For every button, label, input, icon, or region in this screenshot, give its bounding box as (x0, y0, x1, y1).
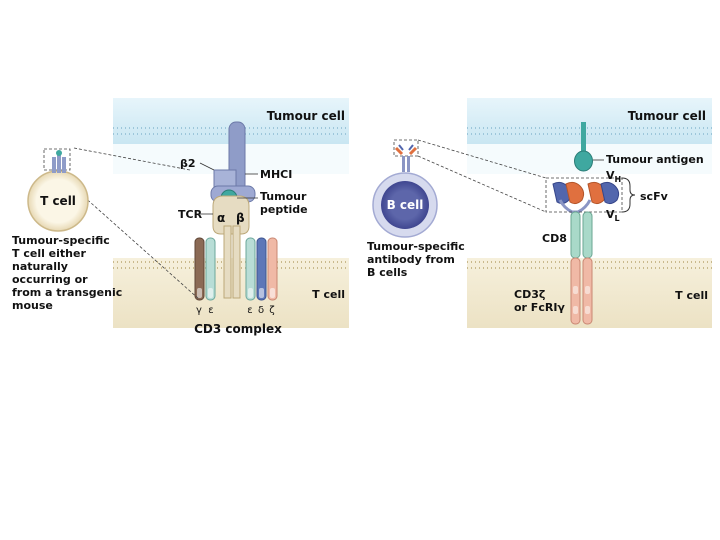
peptide-label-2: peptide (260, 203, 308, 216)
t-cell-receptor-mini (52, 150, 66, 173)
cd3-delta-label: δ (258, 305, 264, 316)
left-desc-line-4: occurring or (12, 273, 88, 286)
cd3-epsilon-2-label: ε (247, 305, 252, 316)
tcr-molecule (212, 195, 250, 299)
alpha-label: α (217, 211, 225, 225)
cd8-hinge (570, 211, 593, 259)
left-desc-line-2: T cell either (12, 247, 86, 260)
left-desc-line-1: Tumour-specific (12, 234, 110, 247)
tumour-antigen (574, 122, 593, 172)
right-zoom-box (393, 139, 419, 157)
signalling-domain (570, 257, 593, 325)
left-tcell-label: T cell (312, 288, 345, 301)
t-cell-ball-label: T cell (40, 194, 76, 208)
cd3-zeta-label: ζ (269, 305, 274, 316)
left-description: Tumour-specific T cell either naturally … (12, 234, 122, 312)
cd3-complex-label: CD3 complex (194, 322, 282, 336)
right-tumour-cell-label: Tumour cell (628, 109, 706, 123)
right-zoom-line-top (417, 139, 547, 179)
left-tumour-cell-label: Tumour cell (267, 109, 345, 123)
signal-label-1: CD3ζ (514, 288, 545, 301)
cd3-chains (194, 237, 278, 301)
beta2-label: β2 (180, 157, 196, 170)
left-panel: Tumour cell T cell α β (12, 98, 349, 336)
right-zoom-line-bottom (417, 155, 547, 213)
right-desc-line-2: antibody from (367, 253, 455, 266)
b-cell-illustration (381, 181, 429, 229)
vh-label: VH (606, 169, 621, 184)
signal-label-2: or FcRIγ (514, 301, 565, 314)
scfv-domains (552, 181, 620, 214)
beta-label: β (236, 211, 245, 225)
right-description: Tumour-specific antibody from B cells (367, 240, 465, 279)
b-cell-antibody-mini (394, 144, 418, 172)
right-panel: Tumour cell T cell Tumour antigen VH VL … (367, 98, 712, 328)
peptide-label-1: Tumour (260, 190, 307, 203)
right-desc-line-1: Tumour-specific (367, 240, 465, 253)
tcr-label: TCR (178, 208, 203, 221)
vl-subscript: L (615, 214, 620, 223)
cd8-label: CD8 (542, 232, 567, 245)
scfv-box (545, 177, 623, 213)
vh-letter: V (606, 169, 615, 182)
beta2-leader (199, 162, 215, 171)
b-cell-ball-label: B cell (387, 198, 424, 212)
vl-label: VL (606, 208, 620, 223)
scfv-brace (621, 177, 636, 213)
scfv-label: scFv (640, 190, 669, 203)
cd3-epsilon-1-label: ε (208, 305, 213, 316)
vl-letter: V (606, 208, 615, 221)
mhci-label: MHCI (260, 168, 292, 181)
right-tcell-label: T cell (675, 289, 708, 302)
cd3-gamma-label: γ (196, 305, 202, 316)
left-desc-line-3: naturally (12, 260, 68, 273)
right-desc-line-3: B cells (367, 266, 408, 279)
left-desc-line-5: from a transgenic (12, 286, 122, 299)
left-desc-line-6: mouse (12, 299, 53, 312)
tumour-antigen-label: Tumour antigen (606, 153, 704, 166)
vh-subscript: H (615, 175, 622, 184)
